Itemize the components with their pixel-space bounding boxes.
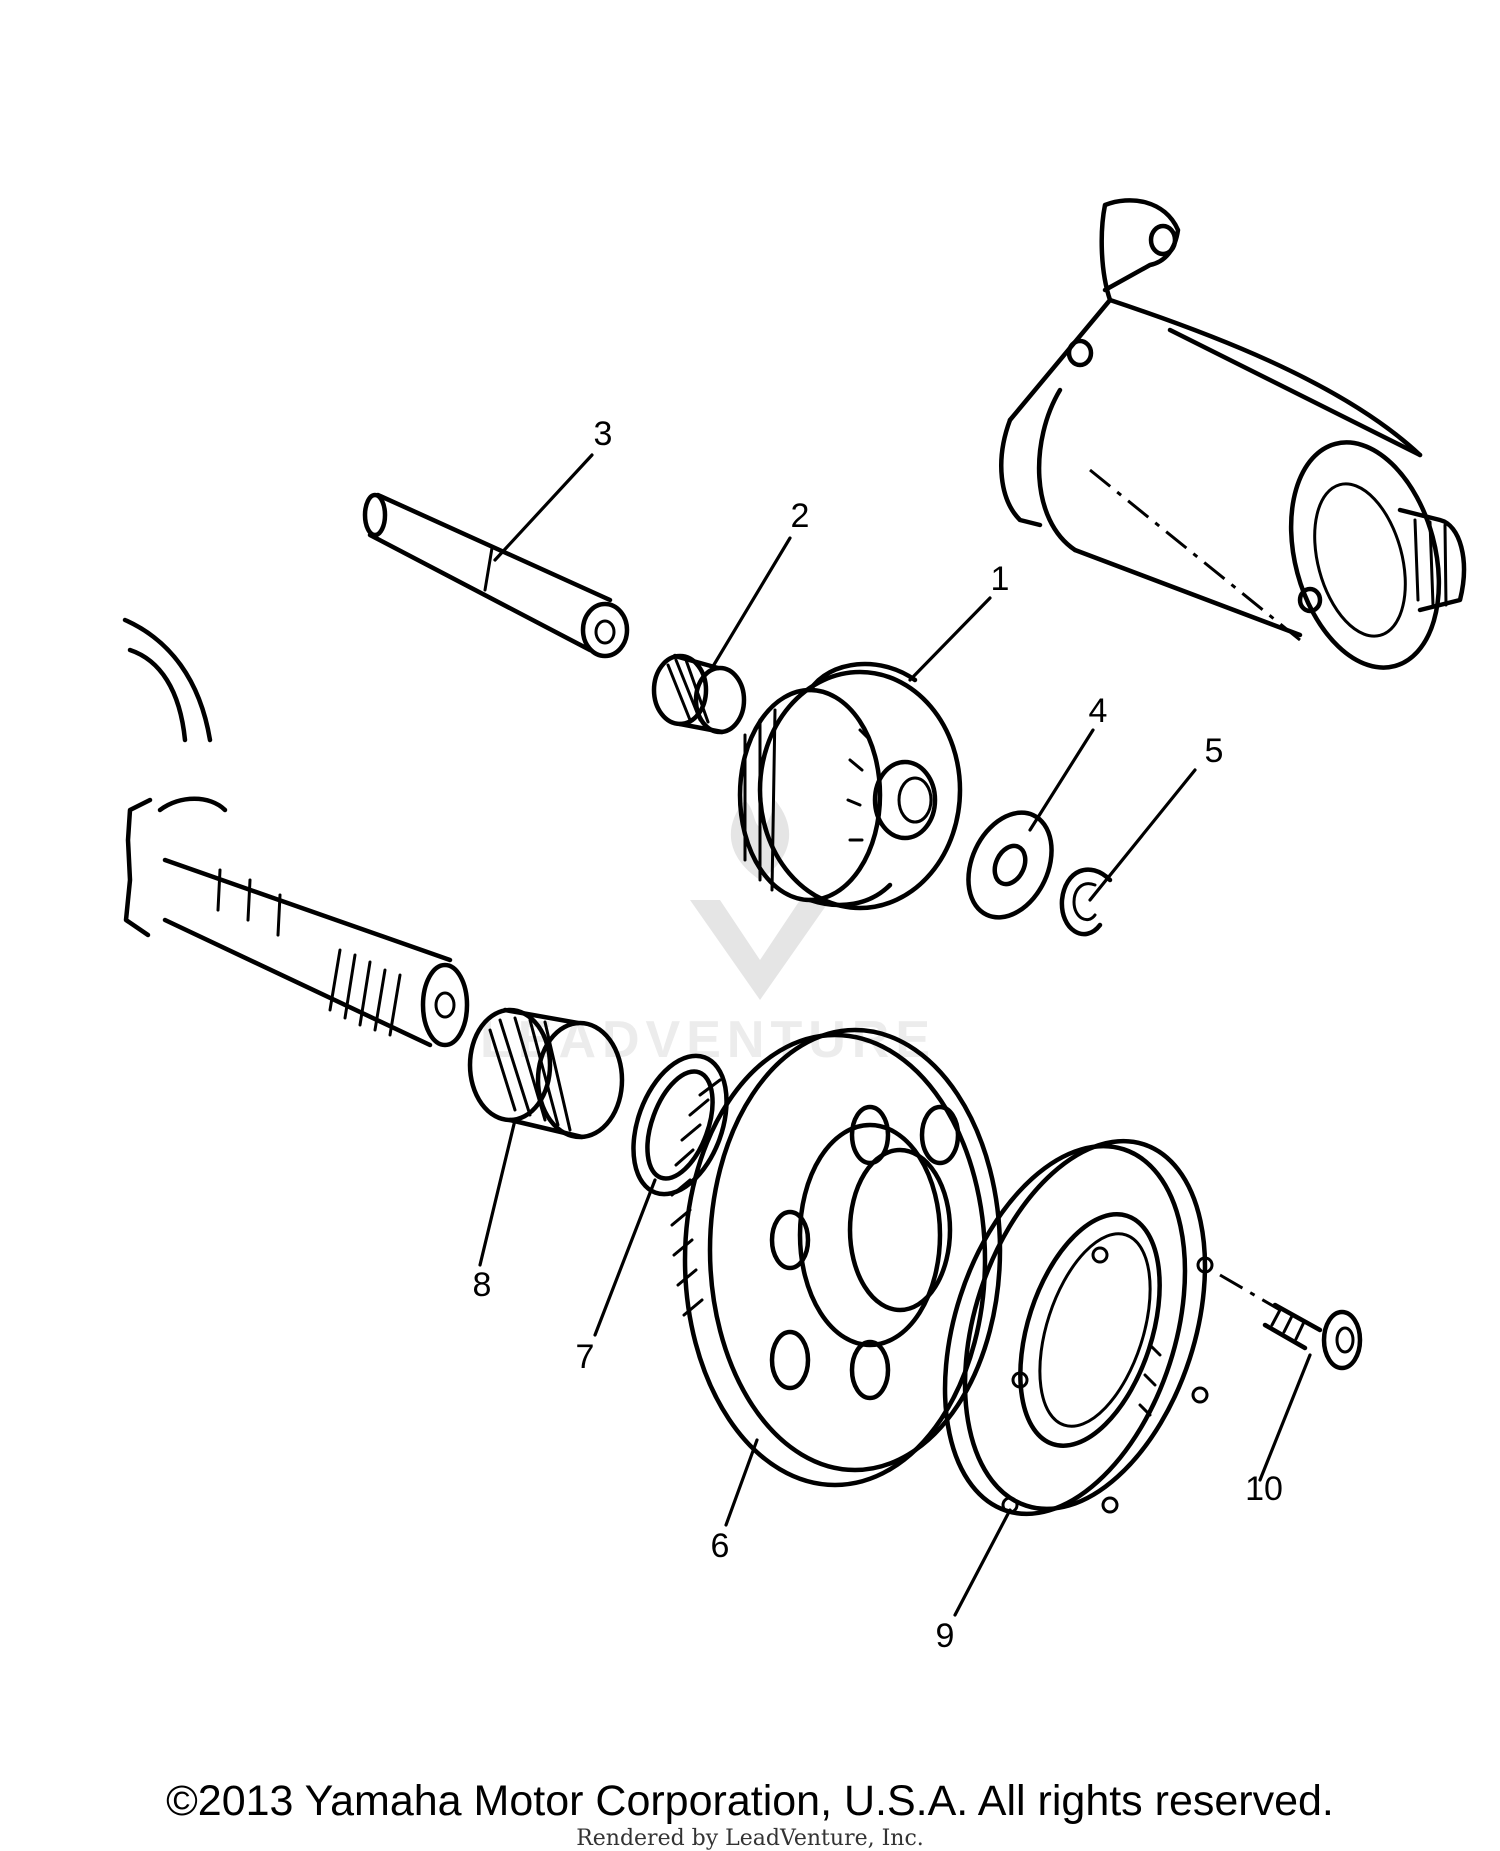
callout-5: 5 xyxy=(1205,732,1224,770)
starter-motor xyxy=(999,198,1467,670)
part-8-needle-bearing xyxy=(467,1007,625,1140)
part-5-circlip xyxy=(1059,867,1113,937)
part-7-thrust-washer xyxy=(631,1053,729,1197)
callout-7: 7 xyxy=(576,1338,595,1376)
callout-8: 8 xyxy=(473,1266,492,1304)
part-10-bolt xyxy=(1219,1273,1363,1371)
part-3-shaft xyxy=(362,492,630,659)
callout-2: 2 xyxy=(791,497,810,535)
leader-lines xyxy=(478,453,1312,1617)
callout-3: 3 xyxy=(594,415,613,453)
callout-6: 6 xyxy=(711,1527,730,1565)
callout-1: 1 xyxy=(991,560,1010,598)
part-4-washer xyxy=(966,810,1054,920)
part-6-wheel-gear xyxy=(670,1027,1003,1488)
callout-10: 10 xyxy=(1245,1470,1283,1508)
copyright-notice: ©2013 Yamaha Motor Corporation, U.S.A. A… xyxy=(166,1777,1334,1825)
rendered-by-credit: Rendered by LeadVenture, Inc. xyxy=(576,1826,924,1851)
crankshaft xyxy=(122,617,470,1048)
part-9-one-way-clutch xyxy=(942,1138,1214,1517)
part-2-needle-bearing xyxy=(651,653,747,735)
part-1-idler-gear xyxy=(737,661,963,911)
callout-9: 9 xyxy=(936,1617,955,1655)
callout-4: 4 xyxy=(1089,692,1108,730)
